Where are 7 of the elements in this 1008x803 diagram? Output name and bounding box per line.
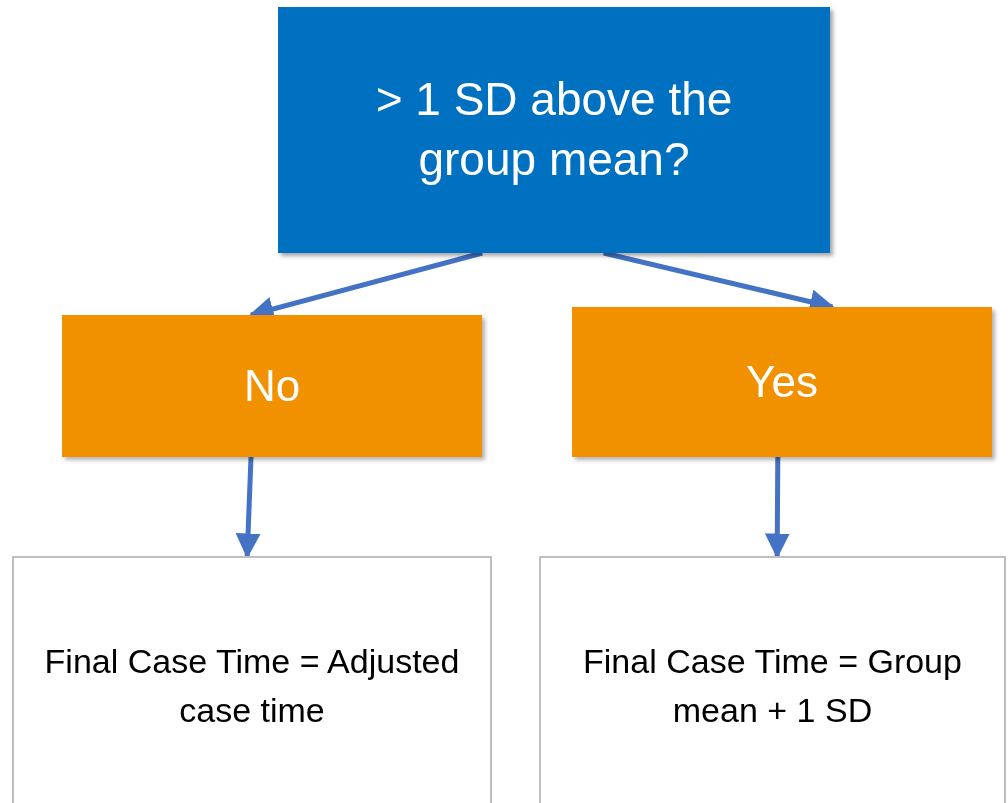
decision-box: > 1 SD above the group mean?	[278, 7, 830, 253]
arrow	[764, 457, 790, 559]
result-box: Final Case Time = Group mean + 1 SD	[539, 556, 1006, 803]
result-box: Final Case Time = Adjusted case time	[12, 556, 492, 803]
answer-box: Yes	[572, 307, 992, 457]
arrow	[235, 456, 261, 559]
answer-box: No	[62, 315, 482, 457]
